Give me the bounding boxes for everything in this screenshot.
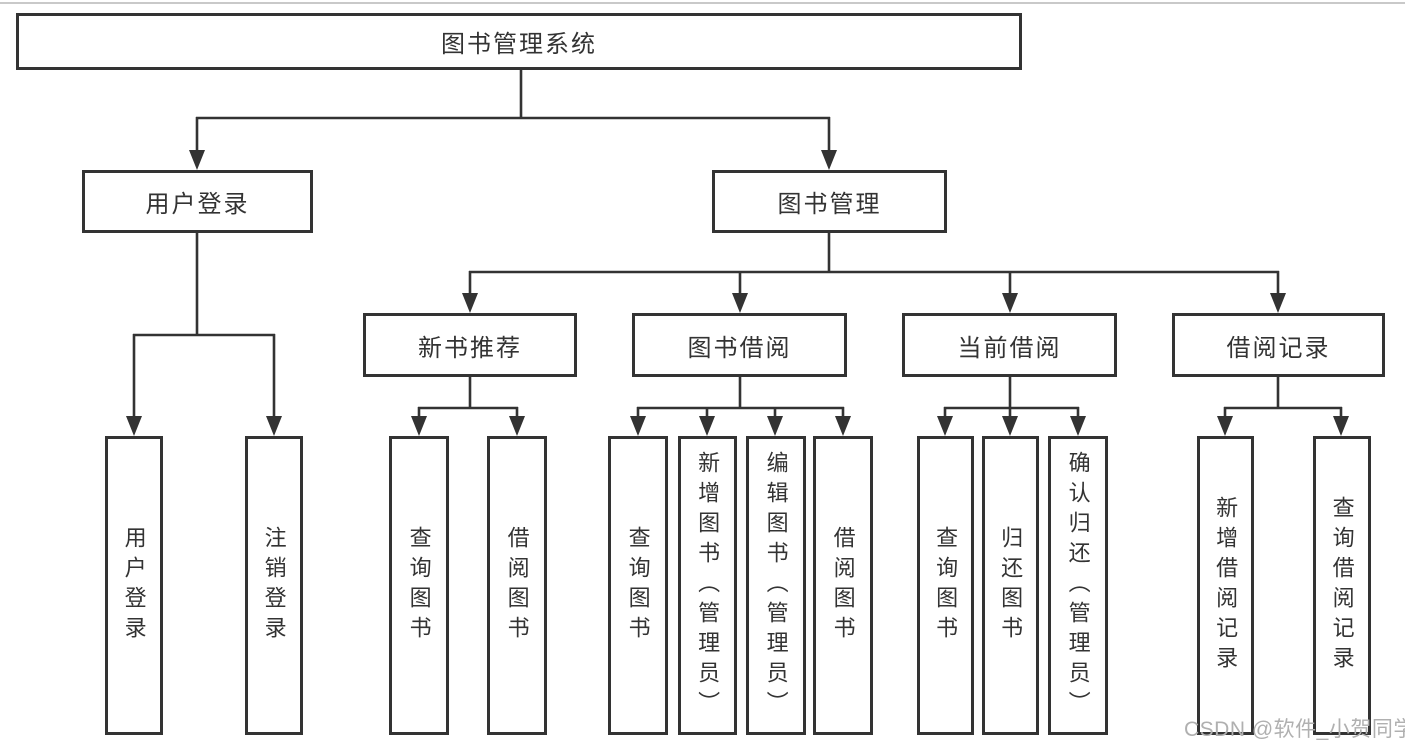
- node-borrow-records-label: 借阅记录: [1226, 334, 1331, 362]
- leaf-current-query-books-label: 查询图书: [933, 525, 959, 646]
- leaf-records-query-record: 查询借阅记录: [1313, 436, 1371, 735]
- leaf-user-login: 用户登录: [105, 436, 163, 735]
- node-borrow-records: 借阅记录: [1172, 313, 1385, 377]
- leaf-borrow-borrow-books: 借阅图书: [813, 436, 873, 735]
- node-book-borrow-label: 图书借阅: [687, 334, 792, 362]
- leaf-records-query-record-label: 查询借阅记录: [1329, 495, 1355, 676]
- leaf-user-login-label: 用户登录: [121, 525, 147, 646]
- leaf-current-confirm-return-admin: 确认归还（管理员）: [1048, 436, 1108, 735]
- node-book-borrow: 图书借阅: [632, 313, 847, 377]
- leaf-records-add-record: 新增借阅记录: [1197, 436, 1254, 735]
- node-current-borrow: 当前借阅: [902, 313, 1117, 377]
- leaf-borrow-borrow-books-label: 借阅图书: [830, 525, 856, 646]
- top-border-line: [0, 2, 1405, 4]
- leaf-borrow-add-books-admin-label: 新增图书（管理员）: [695, 450, 721, 721]
- leaf-current-return-books: 归还图书: [982, 436, 1039, 735]
- node-root-label: 图书管理系统: [441, 31, 597, 58]
- leaf-borrow-query-books: 查询图书: [608, 436, 668, 735]
- leaf-recommend-borrow-books-label: 借阅图书: [504, 525, 530, 646]
- node-new-book-recommend: 新书推荐: [363, 313, 577, 377]
- leaf-borrow-edit-books-admin: 编辑图书（管理员）: [746, 436, 806, 735]
- leaf-recommend-query-books: 查询图书: [389, 436, 449, 735]
- leaf-current-confirm-return-admin-label: 确认归还（管理员）: [1065, 450, 1091, 721]
- leaf-current-query-books: 查询图书: [917, 436, 974, 735]
- node-root: 图书管理系统: [16, 13, 1022, 70]
- leaf-logout: 注销登录: [245, 436, 303, 735]
- node-new-book-recommend-label: 新书推荐: [418, 334, 522, 362]
- node-user-login: 用户登录: [82, 170, 313, 233]
- leaf-recommend-query-books-label: 查询图书: [406, 525, 432, 646]
- node-current-borrow-label: 当前借阅: [957, 334, 1062, 362]
- leaf-records-add-record-label: 新增借阅记录: [1213, 495, 1239, 676]
- leaf-borrow-edit-books-admin-label: 编辑图书（管理员）: [763, 450, 789, 721]
- leaf-recommend-borrow-books: 借阅图书: [487, 436, 547, 735]
- leaf-logout-label: 注销登录: [261, 525, 287, 646]
- leaf-borrow-add-books-admin: 新增图书（管理员）: [678, 436, 737, 735]
- leaf-borrow-query-books-label: 查询图书: [625, 525, 651, 646]
- node-user-login-label: 用户登录: [145, 191, 250, 218]
- node-book-management-label: 图书管理: [777, 191, 882, 218]
- leaf-current-return-books-label: 归还图书: [998, 525, 1024, 646]
- node-book-management: 图书管理: [712, 170, 947, 233]
- csdn-watermark: CSDN @软件_小贺同学: [1184, 718, 1405, 741]
